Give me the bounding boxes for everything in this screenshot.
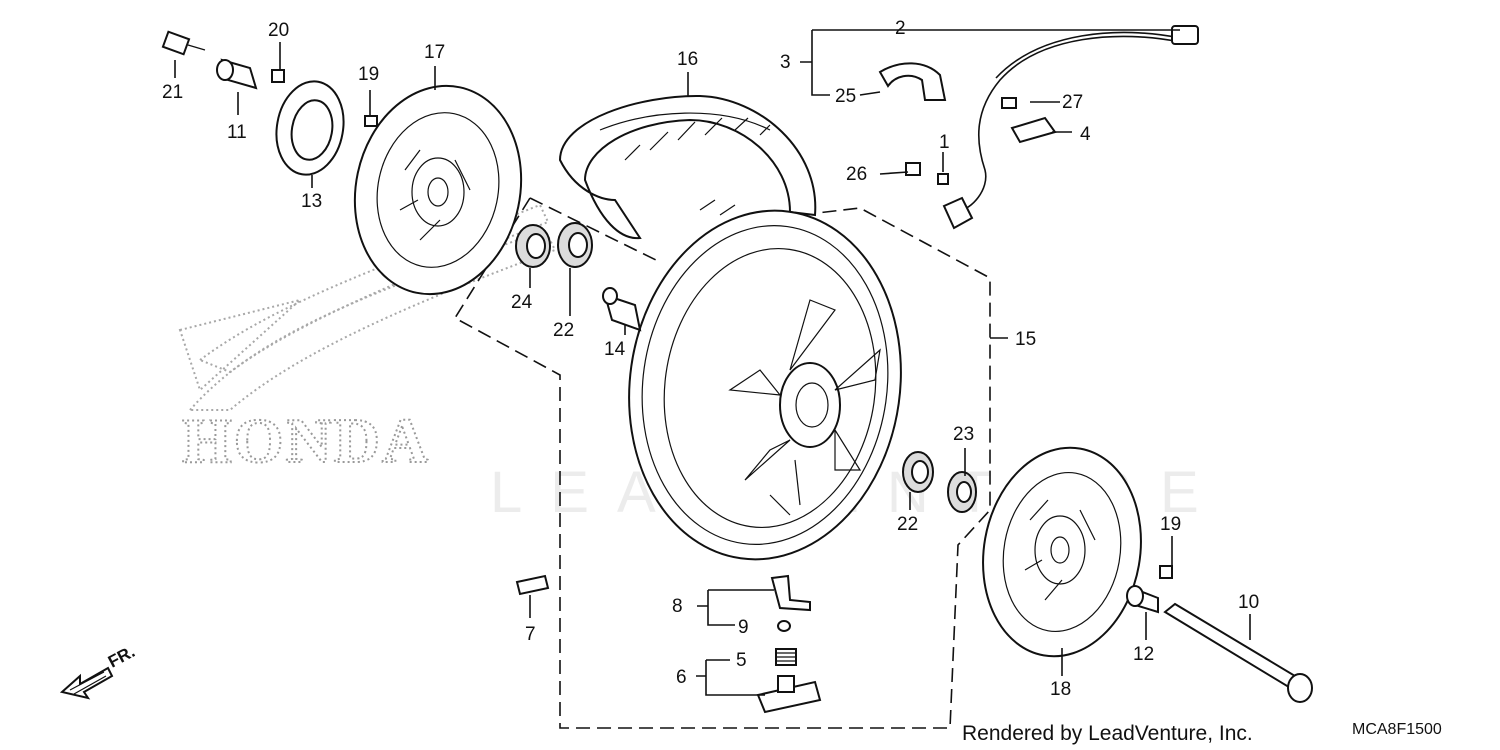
bolt-21 bbox=[161, 30, 206, 56]
tire bbox=[558, 94, 817, 240]
brake-disc-left bbox=[353, 84, 523, 296]
callout-1: 1 bbox=[939, 132, 950, 153]
callout-21: 21 bbox=[162, 82, 183, 103]
axle-10 bbox=[1163, 602, 1313, 703]
callout-2: 2 bbox=[895, 18, 906, 39]
spring-5 bbox=[775, 648, 797, 666]
callout-15: 15 bbox=[1015, 329, 1036, 350]
seal-23 bbox=[947, 471, 977, 513]
screw-20 bbox=[271, 69, 285, 83]
callout-25: 25 bbox=[835, 86, 856, 107]
callout-20: 20 bbox=[268, 20, 289, 41]
bearing-22-right bbox=[902, 451, 934, 493]
callout-11: 11 bbox=[227, 122, 247, 143]
callout-14: 14 bbox=[604, 339, 626, 360]
screw-19-top bbox=[364, 115, 378, 127]
callout-22-left: 22 bbox=[553, 320, 574, 341]
honda-logo-text: HONDA bbox=[182, 405, 430, 476]
weight-7 bbox=[515, 574, 550, 596]
callout-labels: 1 2 3 4 5 6 7 8 9 10 11 12 13 14 15 16 1… bbox=[162, 18, 1259, 700]
callout-19-top: 19 bbox=[358, 64, 379, 85]
callout-18: 18 bbox=[1050, 679, 1071, 700]
screw-19-bottom bbox=[1159, 565, 1173, 579]
wheel-assembly-frame bbox=[453, 197, 991, 729]
callout-4: 4 bbox=[1080, 124, 1091, 145]
diagram-code: MCA8F1500 bbox=[1352, 721, 1442, 738]
callout-8: 8 bbox=[672, 596, 683, 617]
callout-24: 24 bbox=[511, 292, 533, 313]
spacer-14 bbox=[602, 287, 642, 332]
bearing-22-left bbox=[557, 222, 593, 268]
callout-16: 16 bbox=[677, 49, 698, 70]
front-direction-arrow: FR. bbox=[59, 642, 138, 700]
callout-19-bottom: 19 bbox=[1160, 514, 1181, 535]
callout-5: 5 bbox=[736, 650, 747, 671]
callout-7: 7 bbox=[525, 624, 536, 645]
callout-13: 13 bbox=[301, 191, 322, 212]
callout-17: 17 bbox=[424, 42, 445, 63]
callout-23: 23 bbox=[953, 424, 974, 445]
valve-cap-9 bbox=[777, 620, 791, 632]
footer-credit: Rendered by LeadVenture, Inc. bbox=[962, 722, 1253, 745]
callout-26: 26 bbox=[846, 164, 867, 185]
collar-12 bbox=[1126, 585, 1159, 614]
callout-3: 3 bbox=[780, 52, 791, 73]
direction-label: FR. bbox=[105, 642, 138, 672]
valve-8 bbox=[770, 574, 811, 612]
callout-22-right: 22 bbox=[897, 514, 918, 535]
callout-10: 10 bbox=[1238, 592, 1259, 613]
sensor-6 bbox=[756, 675, 822, 714]
wheel-rim bbox=[628, 209, 902, 561]
callout-12: 12 bbox=[1133, 644, 1154, 665]
bearing-24 bbox=[515, 224, 551, 268]
leader-lines bbox=[174, 29, 1251, 696]
pulser-ring-13 bbox=[275, 80, 345, 176]
honda-wing-logo: HONDA bbox=[178, 203, 557, 477]
collar-11 bbox=[216, 58, 258, 90]
callout-6: 6 bbox=[676, 667, 687, 688]
callout-27: 27 bbox=[1062, 92, 1083, 113]
callout-9: 9 bbox=[738, 617, 749, 638]
speed-sensor-harness bbox=[878, 25, 1199, 230]
brake-disc-right bbox=[982, 446, 1142, 658]
